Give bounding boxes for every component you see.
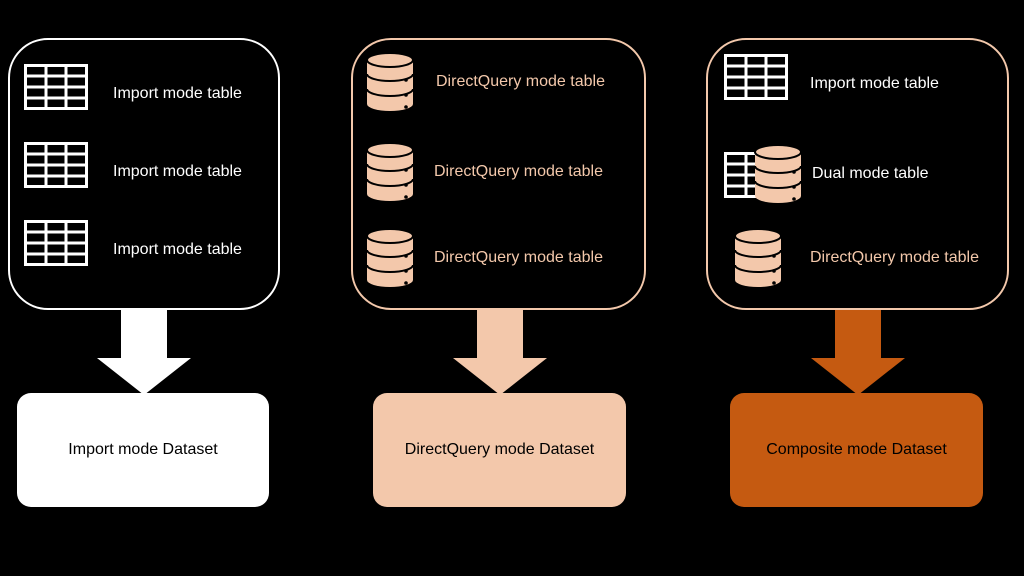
row-label: DirectQuery mode table xyxy=(434,249,603,266)
import-row-3: Import mode table xyxy=(10,220,278,280)
table-icon xyxy=(24,64,104,124)
table-icon xyxy=(24,220,104,280)
database-icon xyxy=(734,228,814,288)
row-label: Import mode table xyxy=(113,163,242,180)
row-label: DirectQuery mode table xyxy=(436,73,605,90)
table-database-icon xyxy=(724,144,804,204)
database-icon xyxy=(366,142,446,202)
database-icon xyxy=(366,228,446,288)
directquery-row-2: DirectQuery mode table xyxy=(353,142,644,202)
composite-dataset-box: Composite mode Dataset xyxy=(730,393,983,507)
directquery-row-1: DirectQuery mode table xyxy=(353,52,644,112)
import-row-1: Import mode table xyxy=(10,64,278,124)
composite-row-2: Dual mode table xyxy=(708,144,1007,204)
directquery-arrow xyxy=(452,310,548,396)
composite-arrow xyxy=(810,310,906,396)
directquery-dataset-box: DirectQuery mode Dataset xyxy=(373,393,626,507)
import-dataset-box: Import mode Dataset xyxy=(17,393,269,507)
directquery-panel: DirectQuery mode table DirectQuery mode … xyxy=(351,38,646,310)
dataset-label: DirectQuery mode Dataset xyxy=(404,441,595,458)
table-icon xyxy=(24,142,104,202)
table-icon xyxy=(724,54,804,114)
composite-row-3: DirectQuery mode table xyxy=(708,228,1007,288)
directquery-row-3: DirectQuery mode table xyxy=(353,228,644,288)
row-label: Import mode table xyxy=(113,241,242,258)
import-panel: Import mode table Import mode table Impo… xyxy=(8,38,280,310)
row-label: DirectQuery mode table xyxy=(810,249,979,266)
database-icon xyxy=(366,52,446,112)
row-label: DirectQuery mode table xyxy=(434,163,603,180)
dataset-label: Composite mode Dataset xyxy=(766,441,947,458)
row-label: Dual mode table xyxy=(812,165,929,182)
composite-panel: Import mode table Dual mode table Direct… xyxy=(706,38,1009,310)
row-label: Import mode table xyxy=(113,85,242,102)
dataset-label: Import mode Dataset xyxy=(68,441,218,458)
import-arrow xyxy=(96,310,192,396)
import-row-2: Import mode table xyxy=(10,142,278,202)
composite-row-1: Import mode table xyxy=(708,54,1007,114)
row-label: Import mode table xyxy=(810,75,939,92)
